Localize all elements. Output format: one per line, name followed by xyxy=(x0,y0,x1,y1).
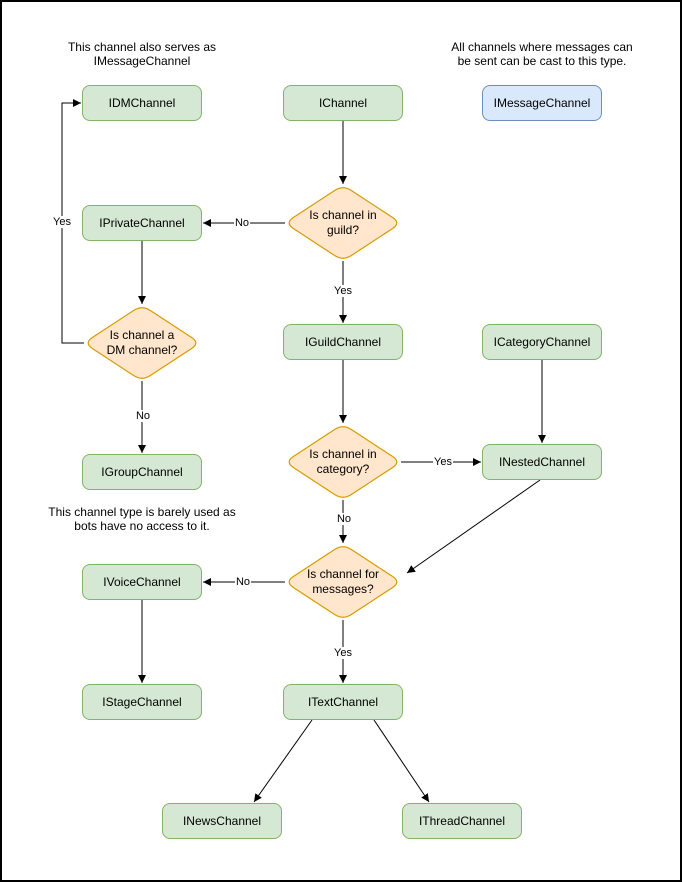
node-idmchannel: IDMChannel xyxy=(82,85,202,121)
decision-label-is-channel-for-messages: Is channel for messages? xyxy=(306,567,380,596)
node-imessagechannel: IMessageChannel xyxy=(482,85,602,121)
node-igroupchannel: IGroupChannel xyxy=(82,454,202,490)
node-iguildchannel: IGuildChannel xyxy=(283,324,403,360)
node-icategorychannel: ICategoryChannel xyxy=(482,324,602,360)
node-ithreadchannel: IThreadChannel xyxy=(402,803,522,839)
edge-label-guild-no: No xyxy=(233,217,251,229)
node-istagechannel: IStageChannel xyxy=(82,684,202,720)
edge-label-messages-yes: Yes xyxy=(333,647,353,659)
node-itextchannel: ITextChannel xyxy=(283,684,403,720)
edge-label-messages-no: No xyxy=(234,576,252,588)
edge-label-category-no: No xyxy=(335,513,353,525)
edge-inestedchannel-to-messages-decision xyxy=(406,479,541,574)
edge-label-dm-no: No xyxy=(134,410,152,422)
decision-is-channel-a-dm-channel-shape xyxy=(87,307,197,379)
node-ichannel: IChannel xyxy=(283,85,403,121)
edge-label-dm-yes: Yes xyxy=(52,216,72,228)
edge-itextchannel-to-ithreadchannel xyxy=(373,719,430,803)
annotation-message-note: All channels where messages can be sent … xyxy=(451,40,633,68)
node-iprivatechannel: IPrivateChannel xyxy=(82,205,202,241)
edge-label-guild-yes: Yes xyxy=(333,285,353,297)
annotation-group-note: This channel type is barely used as bots… xyxy=(48,505,236,533)
node-inestedchannel: INestedChannel xyxy=(482,444,602,480)
decision-label-is-channel-in-category: Is channel in category? xyxy=(309,447,377,476)
node-inewschannel: INewsChannel xyxy=(162,803,282,839)
node-ivoicechannel: IVoiceChannel xyxy=(82,564,202,600)
decision-is-channel-in-guild-shape xyxy=(288,187,398,259)
annotation-dm-note: This channel also serves as IMessageChan… xyxy=(67,40,217,68)
edge-label-category-yes: Yes xyxy=(433,456,453,468)
decision-is-channel-for-messages-shape xyxy=(288,546,398,618)
decision-label-is-channel-a-dm-channel: Is channel a DM channel? xyxy=(106,328,178,357)
edge-itextchannel-to-inewschannel xyxy=(253,719,313,803)
decision-is-channel-in-category-shape xyxy=(288,426,398,498)
decision-label-is-channel-in-guild: Is channel in guild? xyxy=(309,208,377,237)
